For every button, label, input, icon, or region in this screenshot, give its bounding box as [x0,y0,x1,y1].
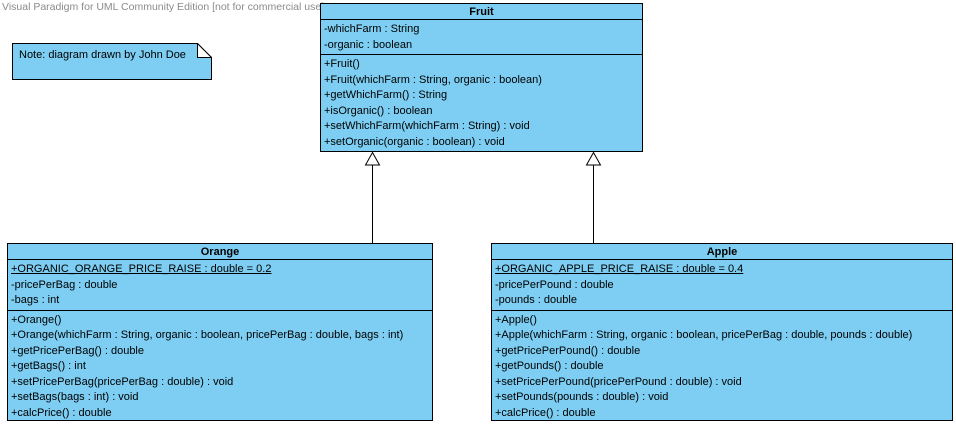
member-line: -pricePerPound : double [495,278,614,291]
class-apple[interactable]: Apple +ORGANIC_APPLE_PRICE_RAISE : doubl… [491,243,953,421]
class-fruit-attributes: -whichFarm : String -organic : boolean [321,20,642,55]
member-line: +getPricePerBag() : double [11,344,144,357]
member-line: -pounds : double [495,294,577,306]
class-fruit-methods: +Fruit() +Fruit(whichFarm : String, organ… [321,55,642,151]
member-line: +Apple() [495,313,537,326]
member-line: +Orange() [11,313,62,326]
member-line: +setPricePerBag(pricePerBag : double) : … [11,375,234,388]
class-apple-static-attribute: +ORGANIC_APPLE_PRICE_RAISE : double = 0.… [495,263,744,275]
member-line: +Fruit(whichFarm : String, organic : boo… [324,73,542,86]
member-line: +isOrganic() : boolean [324,104,433,117]
class-orange-methods: +Orange() +Orange(whichFarm : String, org… [8,311,432,421]
hollow-triangle-arrowhead-icon [364,152,381,166]
member-line: +calcPrice() : double [11,406,112,419]
note-fold-corner-icon [197,43,212,58]
class-apple-attributes: +ORGANIC_APPLE_PRICE_RAISE : double = 0.… [492,260,952,311]
member-line: +calcPrice() : double [495,406,596,419]
member-line: -organic : boolean [324,38,413,51]
member-line: +Apple(whichFarm : String, organic : boo… [495,329,913,341]
class-orange-static-attribute: +ORGANIC_ORANGE_PRICE_RAISE : double = 0… [11,263,272,275]
member-line: +Fruit() [324,58,360,70]
note-text: Note: diagram drawn by John Doe [19,49,186,61]
member-line: +getBags() : int [11,360,86,372]
generalization-arrow-apple-to-fruit[interactable] [585,152,602,243]
member-line: +Orange(whichFarm : String, organic : bo… [11,329,404,341]
class-orange-attribute-list: -pricePerBag : double -bags : int [11,278,429,309]
member-line: +setWhichFarm(whichFarm : String) : void [324,120,530,132]
member-line: +setPounds(pounds : double) : void [495,391,669,403]
note-background [12,43,212,80]
generalization-arrow-orange-to-fruit[interactable] [364,152,381,243]
class-orange[interactable]: Orange +ORGANIC_ORANGE_PRICE_RAISE : dou… [7,243,433,421]
member-line: -whichFarm : String [324,23,420,35]
class-apple-methods: +Apple() +Apple(whichFarm : String, organ… [492,311,952,421]
watermark-text: Visual Paradigm for UML Community Editio… [2,1,325,13]
member-line: +getPounds() : double [495,360,604,372]
class-apple-title: Apple [492,244,952,260]
class-fruit-title: Fruit [321,4,642,20]
member-line: +setOrganic(organic : boolean) : void [324,135,505,148]
member-line: -pricePerBag : double [11,278,118,291]
member-line: +getPricePerPound() : double [495,344,641,357]
hollow-triangle-arrowhead-icon [585,152,602,166]
class-orange-title: Orange [8,244,432,260]
member-line: +getWhichFarm() : String [324,89,448,101]
class-apple-attribute-list: -pricePerPound : double -pounds : double [495,278,949,309]
class-fruit[interactable]: Fruit -whichFarm : String -organic : bool… [320,3,643,152]
member-line: +setBags(bags : int) : void [11,391,139,403]
class-orange-attributes: +ORGANIC_ORANGE_PRICE_RAISE : double = 0… [8,260,432,311]
note-shape[interactable]: Note: diagram drawn by John Doe [12,43,212,80]
member-line: -bags : int [11,294,60,306]
member-line: +setPricePerPound(pricePerPound : double… [495,375,742,388]
